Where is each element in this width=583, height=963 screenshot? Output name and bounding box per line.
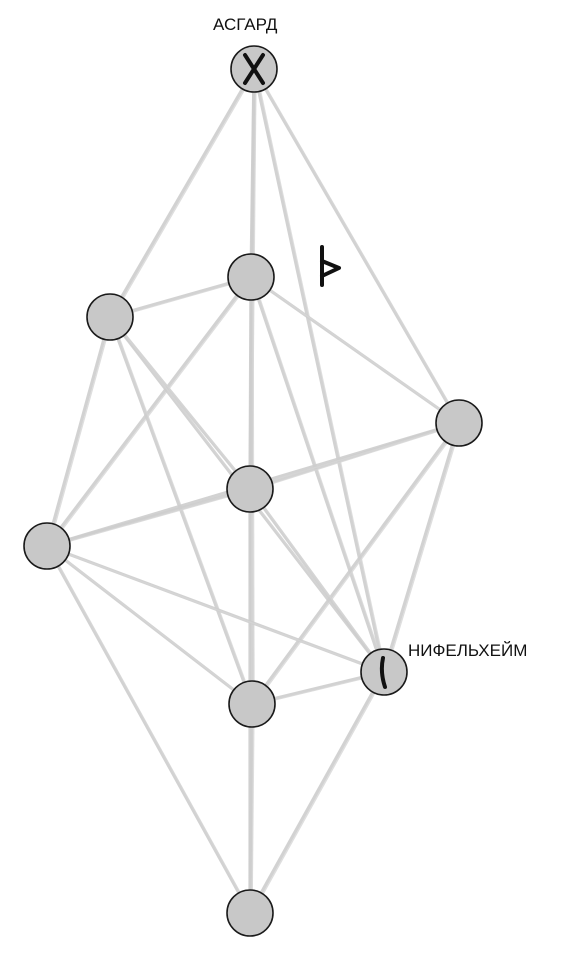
edge-sketch-n4-n8 — [385, 423, 462, 674]
edge-sketch-n6-n8 — [48, 546, 387, 674]
edge-sketch-n5-n6 — [48, 489, 253, 548]
node-circle — [23, 522, 71, 570]
edge-sketch-n2-n4 — [252, 277, 462, 425]
isa-icon — [379, 656, 387, 689]
node-n3 — [86, 293, 134, 341]
edge-n4-n8 — [382, 421, 461, 674]
edge-n2-n6 — [45, 275, 253, 548]
node-n2 — [227, 253, 275, 301]
gebo-icon — [243, 53, 265, 85]
node-n9 — [226, 889, 274, 937]
edge-n1-n4 — [252, 67, 461, 425]
edge-n2-n3 — [108, 275, 253, 319]
edge-n1-n3 — [108, 67, 256, 319]
edge-sketch-n2-n8 — [252, 277, 387, 674]
edge-sketch-n6-n7 — [48, 546, 255, 706]
node-n5 — [226, 465, 274, 513]
node-circle — [226, 889, 274, 937]
node-label: АСГАРД — [213, 15, 278, 34]
edge-sketch-n5-n8 — [251, 489, 387, 674]
node-circle — [360, 648, 408, 696]
node-n8: НИФЕЛЬХЕЙМ — [360, 641, 527, 696]
edges-layer — [45, 67, 462, 915]
node-circle — [226, 465, 274, 513]
edge-sketch-n3-n5 — [111, 317, 253, 491]
edge-sketch-n2-n6 — [48, 277, 254, 548]
edge-n2-n8 — [249, 275, 386, 674]
node-circle — [228, 680, 276, 728]
thurisaz-icon — [320, 245, 341, 287]
edge-n5-n8 — [248, 487, 386, 674]
edge-n5-n6 — [45, 487, 252, 548]
node-n7 — [228, 680, 276, 728]
node-n4 — [435, 399, 483, 447]
node-circle — [227, 253, 275, 301]
edge-sketch-n1-n8 — [255, 69, 387, 674]
edge-n6-n9 — [45, 544, 252, 915]
edge-n7-n9 — [248, 702, 254, 915]
floating-rune-layer — [320, 245, 341, 287]
node-circle — [86, 293, 134, 341]
edge-n8-n9 — [248, 670, 386, 915]
node-n6 — [23, 522, 71, 570]
edge-sketch-n6-n9 — [48, 546, 253, 915]
edge-sketch-n8-n9 — [251, 672, 387, 915]
edge-sketch-n3-n7 — [111, 317, 255, 706]
node-n1: АСГАРД — [213, 15, 278, 93]
edge-sketch-n3-n6 — [48, 317, 113, 548]
node-label: НИФЕЛЬХЕЙМ — [408, 641, 527, 660]
edge-sketch-n7-n9 — [251, 704, 255, 915]
edge-n1-n8 — [252, 67, 386, 674]
nodes-layer: АСГАРД НИФЕЛЬХЕЙМ — [23, 15, 527, 937]
edge-sketch-n4-n7 — [253, 423, 462, 706]
edge-n3-n6 — [45, 315, 112, 548]
edge-sketch-n1-n3 — [111, 69, 257, 319]
edge-n4-n7 — [250, 421, 461, 706]
edge-sketch-n1-n4 — [255, 69, 462, 425]
node-circle — [435, 399, 483, 447]
